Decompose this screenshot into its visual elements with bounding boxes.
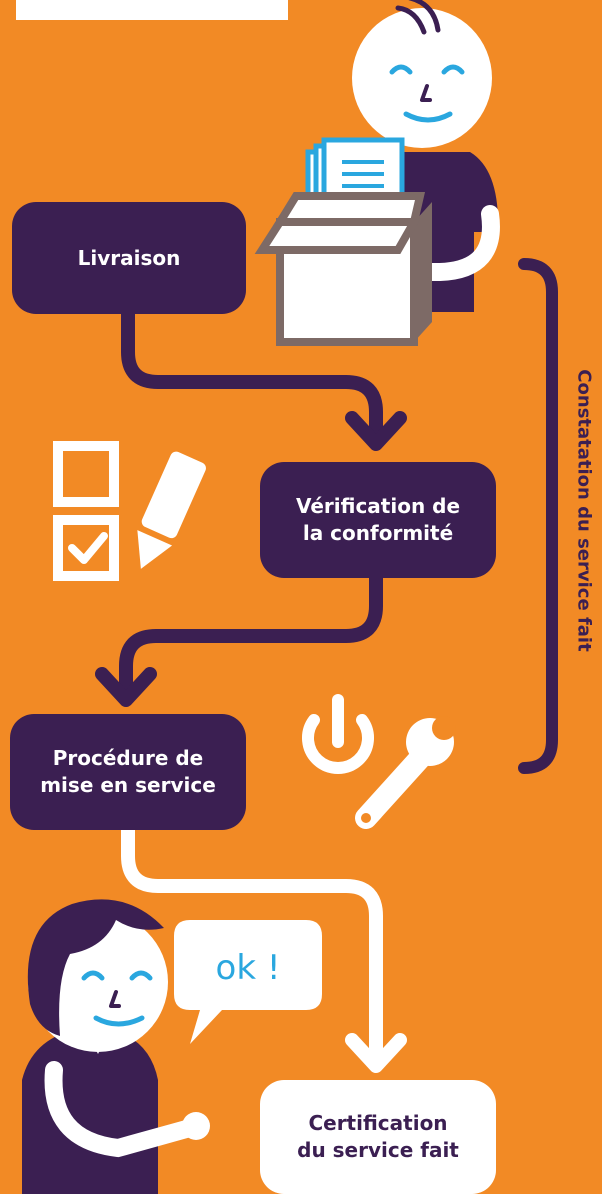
header-bar bbox=[16, 0, 288, 20]
step-verification: Vérification de la conformité bbox=[260, 462, 496, 578]
left-eye bbox=[389, 64, 413, 75]
pencil-icon bbox=[137, 451, 206, 569]
delivery-person-illustration bbox=[254, 0, 500, 346]
wrench-icon bbox=[355, 716, 456, 829]
right-eye bbox=[129, 970, 153, 981]
certifying-person-illustration bbox=[22, 899, 210, 1194]
arrowhead-down bbox=[95, 667, 157, 707]
right-eye bbox=[441, 64, 465, 75]
step-certification: Certification du service fait bbox=[260, 1080, 496, 1194]
checkmark-icon bbox=[68, 532, 108, 564]
speech-bubble-text: ok ! bbox=[215, 948, 281, 988]
hand bbox=[182, 1112, 210, 1140]
service-bracket bbox=[518, 258, 558, 774]
nose bbox=[420, 84, 432, 102]
cardboard-box-icon bbox=[254, 192, 432, 346]
mouth bbox=[93, 1015, 145, 1027]
person-head bbox=[352, 8, 492, 148]
connector-verification-procedure bbox=[119, 565, 383, 701]
arrowhead-down bbox=[345, 411, 407, 451]
connector-procedure-certification bbox=[121, 819, 383, 1057]
hair bbox=[27, 899, 165, 1036]
step-mise-en-service: Procédure de mise en service bbox=[10, 714, 246, 830]
hair-strand bbox=[408, 0, 441, 33]
arm bbox=[44, 1061, 199, 1158]
bracket-label: Constatation du service fait bbox=[566, 342, 602, 678]
speech-bubble-shape bbox=[174, 920, 322, 1044]
step-livraison: Livraison bbox=[12, 202, 246, 314]
connector-livraison-verification bbox=[121, 293, 383, 447]
mouth bbox=[403, 111, 453, 123]
arrowhead-down bbox=[345, 1033, 407, 1073]
checked-checkbox-icon bbox=[53, 515, 119, 581]
nose bbox=[109, 990, 121, 1008]
arm bbox=[403, 205, 500, 281]
bracket-label-text: Constatation du service fait bbox=[573, 368, 595, 652]
checklist-icon bbox=[53, 441, 206, 581]
person-body bbox=[22, 1030, 158, 1194]
hair-strand bbox=[395, 5, 427, 35]
power-icon bbox=[302, 694, 374, 774]
empty-checkbox-icon bbox=[53, 441, 119, 507]
left-eye bbox=[81, 970, 105, 981]
